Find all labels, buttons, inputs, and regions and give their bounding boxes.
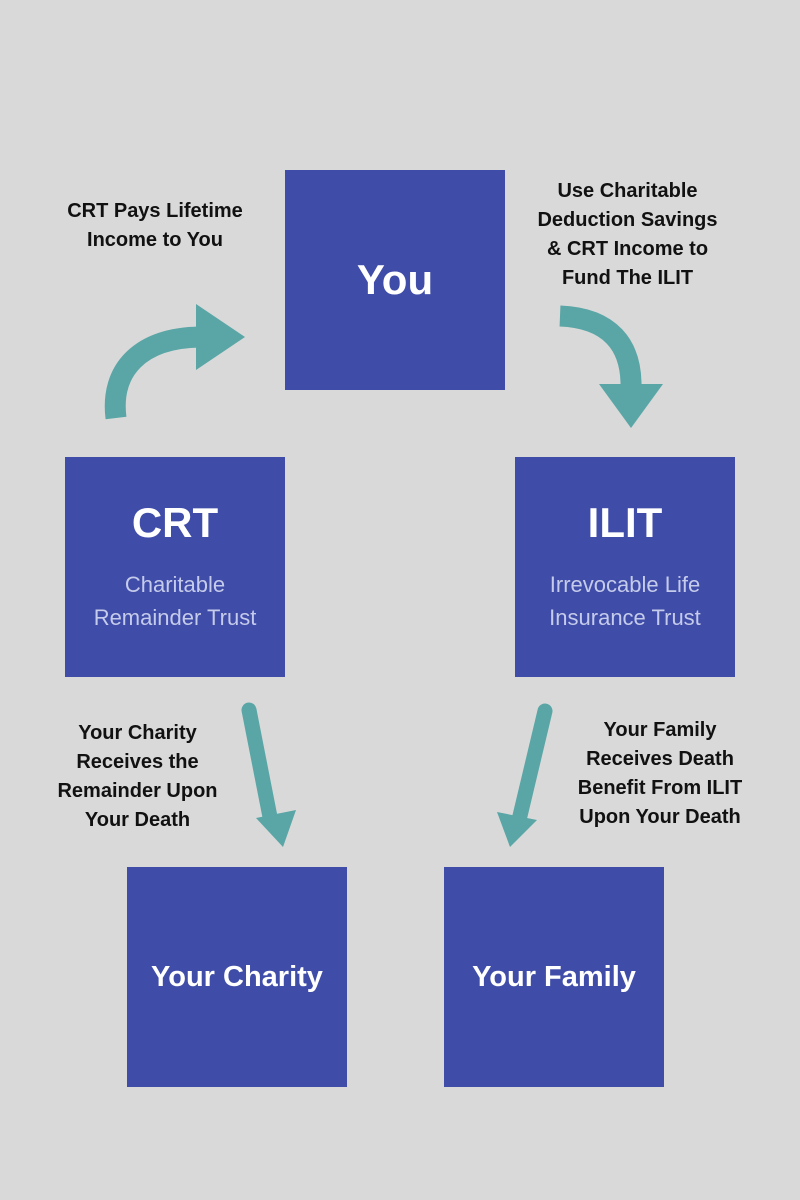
node-ilit: ILIT Irrevocable Life Insurance Trust	[515, 457, 735, 677]
node-you-title: You	[356, 255, 434, 303]
node-your-charity-title: Your Charity	[151, 960, 323, 993]
node-your-family-title: Your Family	[472, 960, 636, 993]
node-crt-title: CRT	[131, 498, 219, 546]
label-crt-pays-line1: CRT Pays Lifetime	[67, 200, 243, 222]
node-crt-subtitle-line1: Charitable	[124, 572, 226, 598]
node-your-charity: Your Charity	[127, 867, 347, 1087]
label-fund-ilit: Use Charitable Deduction Savings & CRT I…	[515, 177, 740, 293]
label-family-receives-line1: Your Family	[603, 719, 717, 741]
node-ilit-subtitle-line2: Insurance Trust	[549, 605, 701, 631]
arrow-you-to-ilit	[559, 305, 663, 428]
node-you: You	[285, 170, 505, 390]
label-fund-ilit-line4: Fund The ILIT	[561, 267, 694, 289]
node-ilit-subtitle: Irrevocable Life Insurance Trust	[549, 568, 701, 634]
label-fund-ilit-line1: Use Charitable	[557, 180, 698, 202]
label-crt-pays-income: CRT Pays Lifetime Income to You	[40, 197, 270, 255]
node-ilit-subtitle-line1: Irrevocable Life	[549, 572, 701, 598]
label-charity-receives: Your Charity Receives the Remainder Upon…	[30, 719, 245, 835]
arrow-crt-to-you	[104, 304, 245, 420]
label-charity-receives-line3: Remainder Upon	[57, 780, 218, 802]
node-ilit-title: ILIT	[587, 498, 663, 546]
label-charity-receives-line2: Receives the	[76, 751, 199, 773]
node-crt-subtitle: Charitable Remainder Trust	[94, 568, 257, 634]
arrow-ilit-to-family	[497, 703, 553, 847]
label-charity-receives-line4: Your Death	[84, 809, 191, 831]
label-family-receives-line3: Benefit From ILIT	[577, 777, 743, 799]
label-fund-ilit-line3: & CRT Income to	[546, 238, 709, 260]
node-crt-subtitle-line2: Remainder Trust	[93, 605, 257, 631]
node-your-family: Your Family	[444, 867, 664, 1087]
arrow-crt-to-charity	[241, 702, 296, 847]
label-family-receives-line4: Upon Your Death	[579, 806, 741, 828]
label-charity-receives-line1: Your Charity	[78, 722, 197, 744]
node-crt: CRT Charitable Remainder Trust	[65, 457, 285, 677]
label-fund-ilit-line2: Deduction Savings	[537, 209, 718, 231]
label-family-receives-line2: Receives Death	[586, 748, 734, 770]
label-family-receives: Your Family Receives Death Benefit From …	[555, 716, 765, 832]
label-crt-pays-line2: Income to You	[87, 229, 223, 251]
